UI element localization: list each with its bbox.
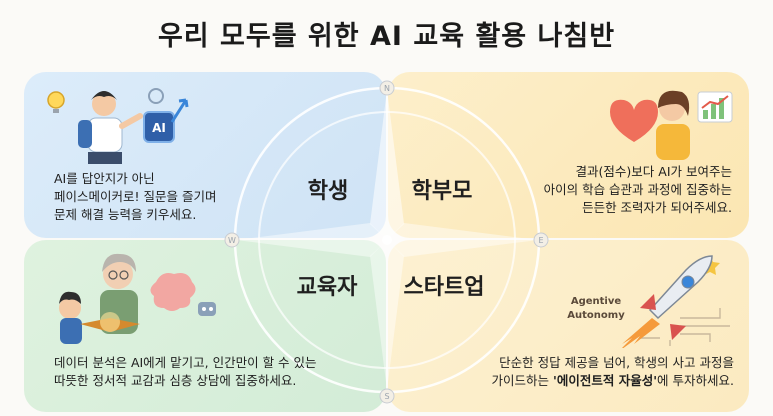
educator-quadrant (24, 240, 386, 412)
parent-desc-line: 아이의 학습 습관과 과정에 집중하는 (543, 182, 732, 197)
parent-label: 학부모 (412, 179, 473, 204)
startup-desc-bold: '에이전트적 자율성' (553, 373, 658, 388)
agentive-label: Agentive (571, 296, 622, 307)
startup-desc-line: 단순한 정답 제공을 넘어, 학생의 사고 과정을 (499, 355, 734, 370)
compass-needle-north (370, 90, 404, 240)
compass-north-letter: N (384, 84, 390, 93)
parent-desc-line: 든든한 조력자가 되어주세요. (582, 200, 732, 215)
compass-south-letter: S (384, 392, 389, 401)
compass-west-letter: W (228, 236, 236, 245)
compass-needle-east (387, 223, 538, 257)
educator-label: 교육자 (297, 275, 358, 300)
startup-desc-line: 가이드하는 '에이전트적 자율성'에 투자하세요. (450, 372, 734, 390)
student-desc-line: 문제 해결 능력을 키우세요. (54, 207, 197, 222)
student-description: AI를 답안지가 아닌 페이스메이커로! 질문을 즐기며 문제 해결 능력을 키… (54, 170, 294, 224)
compass-needle-south (370, 240, 404, 390)
parent-description: 결과(점수)보다 AI가 보여주는 아이의 학습 습관과 과정에 집중하는 든든… (470, 163, 732, 217)
startup-label: 스타트업 (404, 275, 485, 300)
startup-description: 단순한 정답 제공을 넘어, 학생의 사고 과정을 가이드하는 '에이전트적 자… (450, 354, 734, 390)
startup-illustration: Agentive Autonomy (567, 255, 730, 348)
student-illustration: AI (47, 88, 189, 164)
educator-desc-line: 따뜻한 정서적 교감과 심층 상담에 집중하세요. (54, 373, 297, 388)
compass-needle-west (236, 223, 387, 257)
student-desc-line: AI를 답안지가 아닌 (54, 171, 155, 186)
student-label: 학생 (308, 179, 348, 204)
parent-illustration (610, 90, 733, 160)
educator-desc-line: 데이터 분석은 AI에게 맡기고, 인간만이 할 수 있는 (54, 355, 317, 370)
parent-desc-line: 결과(점수)보다 AI가 보여주는 (575, 164, 732, 179)
ai-chip-text: AI (152, 121, 166, 135)
autonomy-label: Autonomy (567, 310, 625, 321)
student-desc-line: 페이스메이커로! 질문을 즐기며 (54, 189, 217, 204)
compass-east-letter: E (538, 236, 543, 245)
startup-desc-pre: 가이드하는 (491, 373, 554, 388)
startup-desc-post: 에 투자하세요. (657, 373, 734, 388)
page-title: 우리 모두를 위한 AI 교육 활용 나침반 (157, 21, 616, 52)
educator-illustration (59, 253, 216, 344)
educator-description: 데이터 분석은 AI에게 맡기고, 인간만이 할 수 있는 따뜻한 정서적 교감… (54, 354, 354, 390)
